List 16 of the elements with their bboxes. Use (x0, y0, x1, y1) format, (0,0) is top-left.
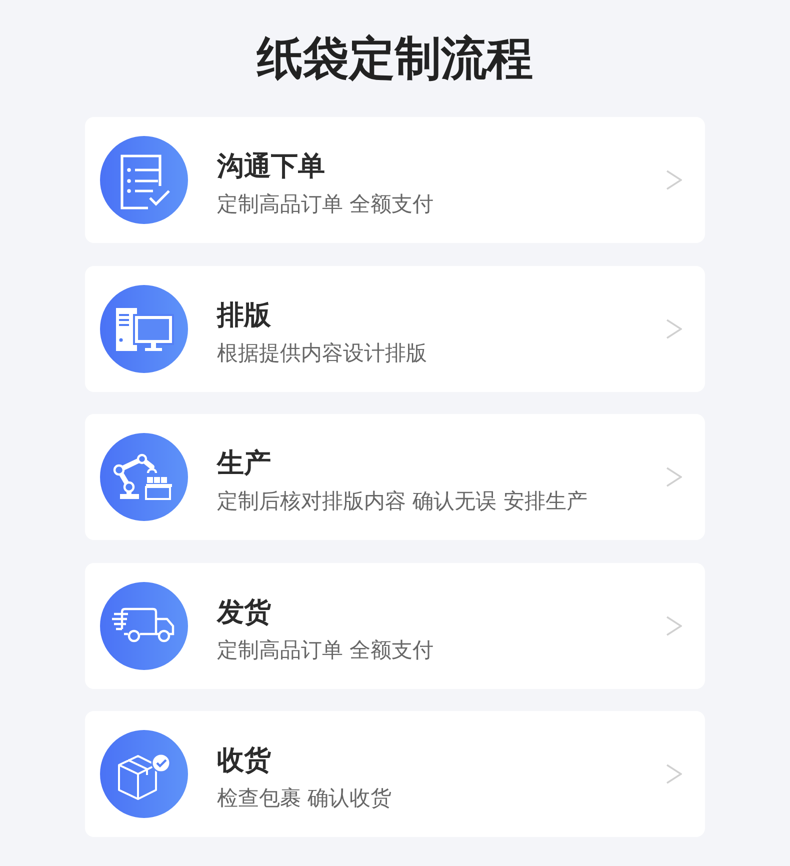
step-description: 定制高品订单 全额支付 (217, 191, 434, 218)
step-description: 根据提供内容设计排版 (217, 340, 427, 367)
step-description: 定制高品订单 全额支付 (217, 637, 434, 664)
step-card (85, 117, 705, 243)
step-title: 收货 (217, 744, 271, 778)
step-card (85, 414, 705, 540)
step-card (85, 711, 705, 837)
step-title: 排版 (217, 299, 271, 333)
step-description: 定制后核对排版内容 确认无误 安排生产 (217, 488, 588, 515)
step-title: 沟通下单 (217, 150, 325, 184)
step-description: 检查包裹 确认收货 (217, 785, 392, 812)
step-card (85, 563, 705, 689)
step-title: 发货 (217, 596, 271, 630)
page-title: 纸袋定制流程 (256, 30, 534, 87)
step-title: 生产 (217, 447, 271, 481)
step-card (85, 266, 705, 392)
